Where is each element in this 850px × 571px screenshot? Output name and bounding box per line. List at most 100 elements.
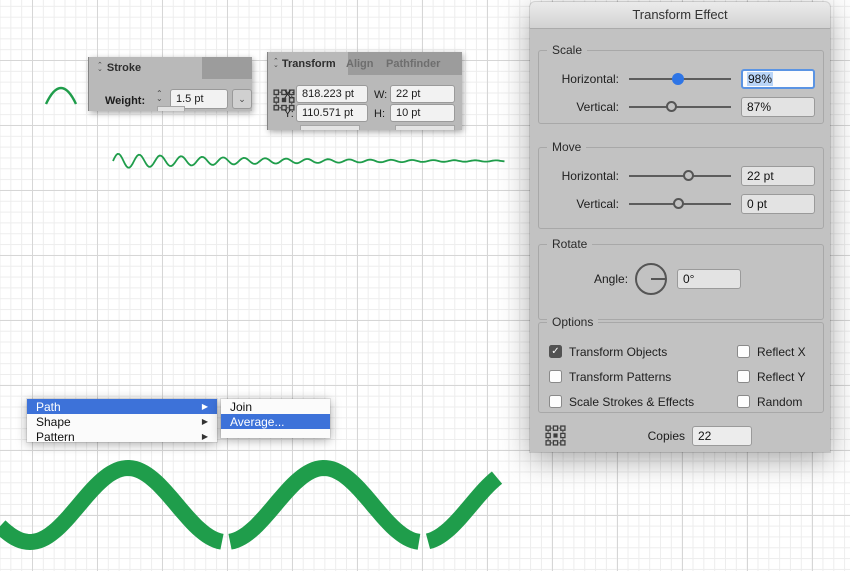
checkbox-transform-patterns[interactable] [549, 370, 562, 383]
scale-horizontal-slider-knob[interactable] [671, 73, 684, 85]
reference-point-icon[interactable] [545, 425, 566, 446]
checkbox-random[interactable] [737, 395, 750, 408]
scale-vertical-slider-knob[interactable] [665, 101, 677, 112]
option-transform-patterns[interactable]: Transform Patterns [549, 364, 694, 389]
weight-dropdown-button[interactable]: ⌄ [232, 89, 252, 109]
move-horizontal-value: 22 pt [747, 169, 774, 183]
tab-transform-label: Transform [281, 57, 336, 70]
checkbox-label: Transform Objects [569, 344, 668, 359]
move-vertical-value: 0 pt [747, 197, 768, 211]
scale-vertical-value-field[interactable]: 87% [741, 97, 815, 117]
stroke-panel: ⌃⌄ Stroke Weight: ⌃⌄ 1.5 pt ⌄ [89, 57, 252, 111]
rotate-legend: Rotate [547, 237, 593, 251]
move-horizontal-value-field[interactable]: 22 pt [741, 166, 815, 186]
move-vertical-row: Vertical: 0 pt [539, 190, 823, 218]
checkbox-label: Scale Strokes & Effects [569, 394, 695, 409]
clipped-control [395, 125, 455, 130]
option-reflect-x[interactable]: Reflect X [737, 339, 806, 364]
checkbox-reflect-x[interactable] [737, 345, 750, 358]
tab-align[interactable]: Align [340, 52, 380, 75]
small-wave-hump[interactable] [44, 86, 78, 105]
menu-item-label: Pattern [36, 429, 75, 443]
menu-item-join[interactable]: Join [221, 399, 330, 414]
option-random[interactable]: Random [737, 389, 806, 414]
copies-label: Copies [647, 429, 685, 443]
tab-pathfinder-label: Pathfinder [386, 57, 441, 70]
scale-horizontal-slider[interactable] [629, 73, 731, 85]
damped-squiggle-path[interactable] [112, 152, 505, 169]
options-right-column: Reflect X Reflect Y Random [737, 339, 806, 414]
move-rows: Horizontal: 22 pt Vertical: 0 pt [539, 162, 823, 218]
checkbox-label: Reflect X [757, 344, 806, 359]
dialog-titlebar[interactable]: Transform Effect [530, 2, 830, 29]
scale-vertical-slider[interactable] [629, 101, 731, 112]
menu-item-path[interactable]: Path▶ [27, 399, 217, 414]
big-wave-segment-1[interactable] [0, 459, 224, 551]
scale-horizontal-value-field[interactable]: 98% [741, 69, 815, 89]
scale-horizontal-value: 98% [747, 72, 774, 86]
move-horizontal-row: Horizontal: 22 pt [539, 162, 823, 190]
x-value-field[interactable]: 818.223 pt [296, 85, 368, 103]
weight-stepper[interactable]: ⌃⌄ [156, 89, 163, 103]
menu-item-label: Join [230, 399, 253, 414]
big-wave-segment-2[interactable] [228, 459, 421, 550]
big-wave-segment-3[interactable] [425, 471, 503, 550]
x-value: 818.223 pt [302, 88, 354, 100]
checkbox-label: Random [757, 394, 803, 409]
submenu-arrow-icon: ▶ [201, 402, 208, 411]
panel-collapse-icon[interactable]: ⌃⌄ [273, 57, 279, 69]
transform-effect-dialog: Transform Effect Scale Horizontal:98%Ver… [530, 2, 830, 452]
checkbox-label: Reflect Y [757, 369, 806, 384]
copies-value: 22 [698, 429, 712, 443]
h-value: 10 pt [396, 107, 421, 119]
scale-vertical-row: Vertical:87% [539, 93, 823, 121]
move-vertical-label: Vertical: [576, 197, 619, 211]
weight-value-field[interactable]: 1.5 pt [170, 89, 228, 109]
h-label: H: [374, 108, 385, 120]
chevron-down-icon: ⌄ [238, 93, 246, 104]
option-reflect-y[interactable]: Reflect Y [737, 364, 806, 389]
menu-item-shape[interactable]: Shape▶ [27, 414, 217, 429]
move-horizontal-label: Horizontal: [561, 169, 619, 183]
rotate-group: Rotate Angle: 0° [538, 237, 824, 320]
transform-panel: ⌃⌄ Transform Align Pathfinder X: 818.223… [268, 52, 462, 130]
move-vertical-slider-knob[interactable] [672, 198, 684, 209]
tab-transform[interactable]: ⌃⌄ Transform [268, 52, 348, 75]
context-menu: Path▶Shape▶Pattern▶ [27, 399, 217, 442]
menu-item-average[interactable]: Average... [221, 414, 330, 429]
option-transform-objects[interactable]: ✓ Transform Objects [549, 339, 694, 364]
move-vertical-slider[interactable] [629, 198, 731, 209]
checkbox-label: Transform Patterns [569, 369, 672, 384]
move-vertical-value-field[interactable]: 0 pt [741, 194, 815, 214]
copies-value-field[interactable]: 22 [692, 426, 752, 446]
h-value-field[interactable]: 10 pt [390, 104, 455, 122]
tab-pathfinder[interactable]: Pathfinder [380, 52, 446, 75]
move-horizontal-slider-knob[interactable] [683, 170, 695, 181]
menu-item-pattern[interactable]: Pattern▶ [27, 429, 217, 443]
angle-value: 0° [683, 272, 695, 286]
options-legend: Options [547, 315, 599, 329]
checkbox-scale-strokes-effects[interactable] [549, 395, 562, 408]
angle-dial[interactable] [635, 263, 667, 295]
angle-dial-needle [651, 278, 665, 280]
checkbox-transform-objects[interactable]: ✓ [549, 345, 562, 358]
tab-stroke[interactable]: ⌃⌄ Stroke [89, 57, 202, 79]
w-value: 22 pt [396, 88, 421, 100]
w-value-field[interactable]: 22 pt [390, 85, 455, 103]
panel-collapse-icon[interactable]: ⌃⌄ [97, 62, 103, 73]
y-value: 110.571 pt [302, 107, 354, 119]
checkbox-reflect-y[interactable] [737, 370, 750, 383]
move-horizontal-slider[interactable] [629, 170, 731, 181]
option-scale-strokes-effects[interactable]: Scale Strokes & Effects [549, 389, 694, 414]
y-value-field[interactable]: 110.571 pt [296, 104, 368, 122]
scale-horizontal-row: Horizontal:98% [539, 65, 823, 93]
reference-point-icon[interactable] [273, 89, 295, 111]
angle-value-field[interactable]: 0° [677, 269, 741, 289]
scale-legend: Scale [547, 43, 588, 57]
angle-label: Angle: [594, 272, 629, 286]
